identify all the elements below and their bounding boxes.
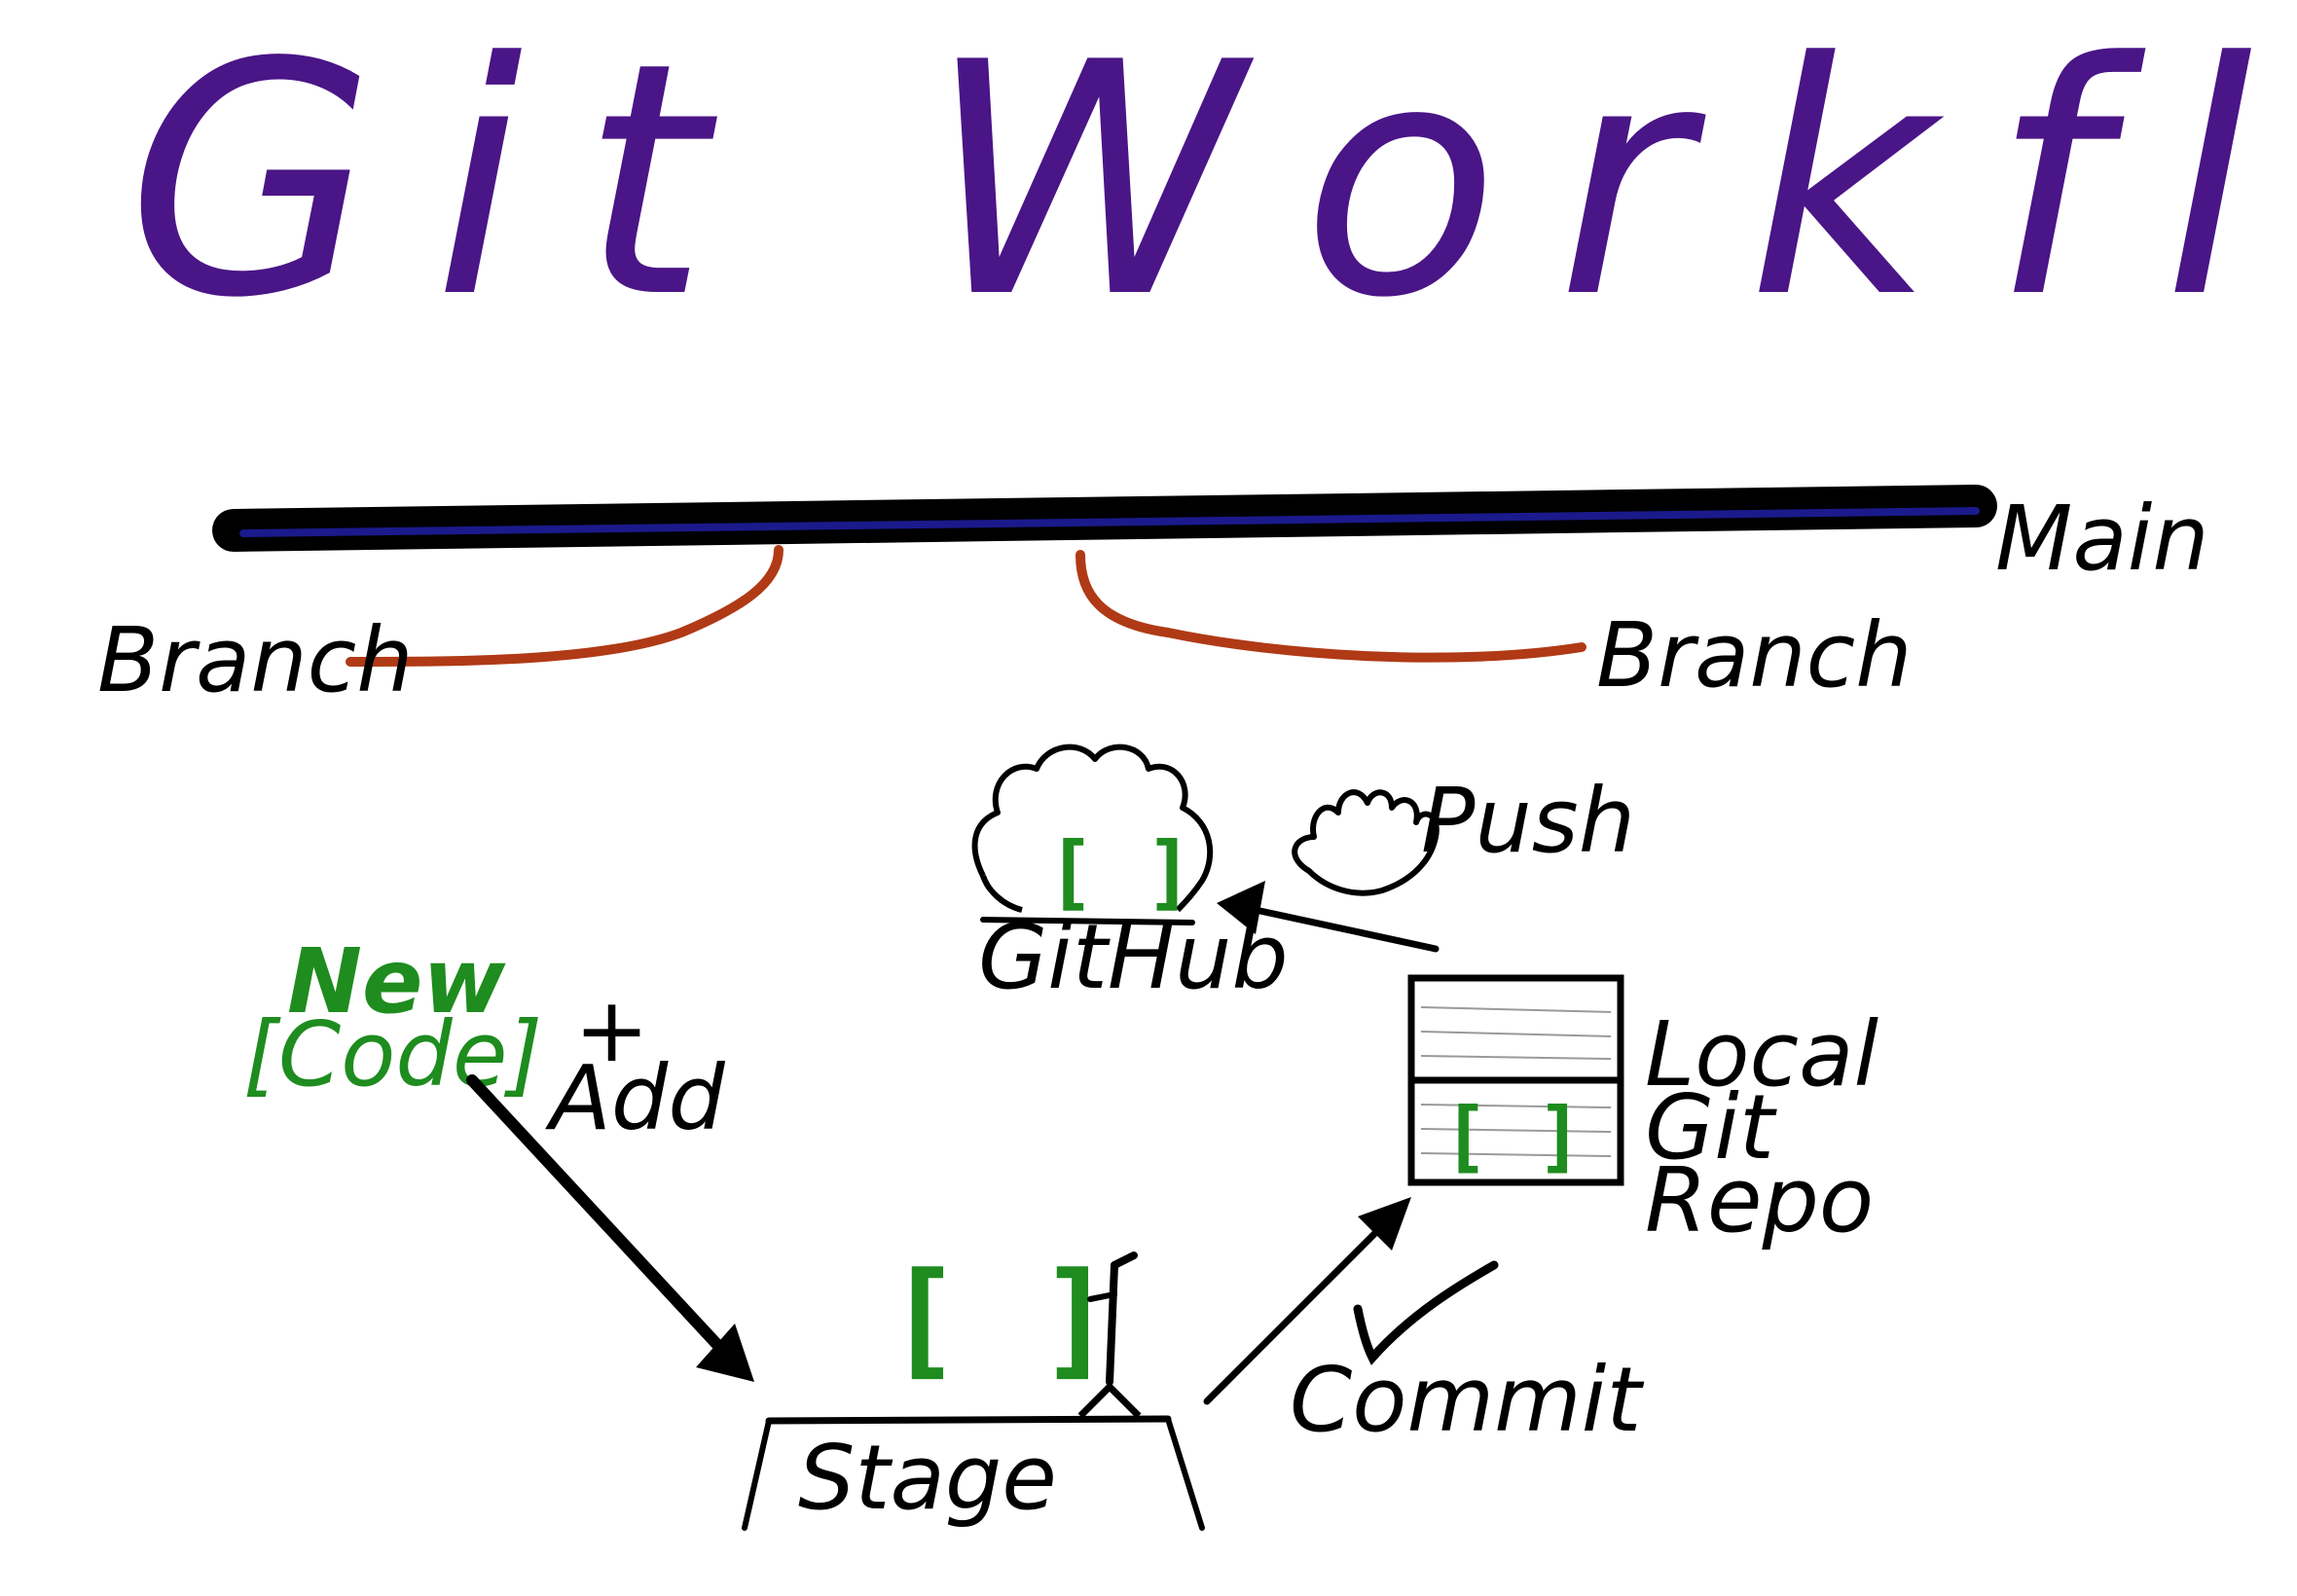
branch-line-left <box>346 545 784 667</box>
add-arrow <box>466 1074 754 1382</box>
cloud-icon <box>971 744 1214 925</box>
new-label: New <box>287 929 506 1034</box>
push-arrow <box>1217 881 1440 953</box>
branch-left-label: Branch <box>97 608 414 712</box>
main-label: Main <box>1995 487 2209 591</box>
local-repo-label-line1: Local <box>1645 1002 1879 1106</box>
main-branch-line <box>212 485 1997 552</box>
microphone-icon <box>1077 1251 1142 1419</box>
commit-arrow <box>1203 1197 1411 1405</box>
add-symbol: + <box>574 978 649 1082</box>
commit-label: Commit <box>1290 1348 1644 1452</box>
push-label: Push <box>1421 769 1635 873</box>
repo-bracket: [ ] <box>1442 1091 1584 1181</box>
hand-icon <box>1292 789 1440 896</box>
stage-platform <box>742 1415 1205 1531</box>
branch-line-right <box>1076 550 1586 663</box>
local-repo-label-line2: Git <box>1645 1075 1777 1179</box>
stage-label: Stage <box>798 1426 1057 1530</box>
title: Git Workflow <box>127 0 2297 368</box>
cloud-bracket: [ ] <box>1046 824 1194 920</box>
local-repo-icon <box>1407 974 1624 1186</box>
local-repo-label-line3: Repo <box>1645 1148 1874 1252</box>
code-label: [Code] <box>243 1002 542 1106</box>
checkmark-icon <box>1353 1260 1499 1365</box>
github-label: GitHub <box>978 905 1289 1009</box>
branch-right-label: Branch <box>1596 603 1913 707</box>
add-label: Add <box>545 1046 725 1150</box>
stage-bracket: [ ] <box>886 1245 1114 1393</box>
